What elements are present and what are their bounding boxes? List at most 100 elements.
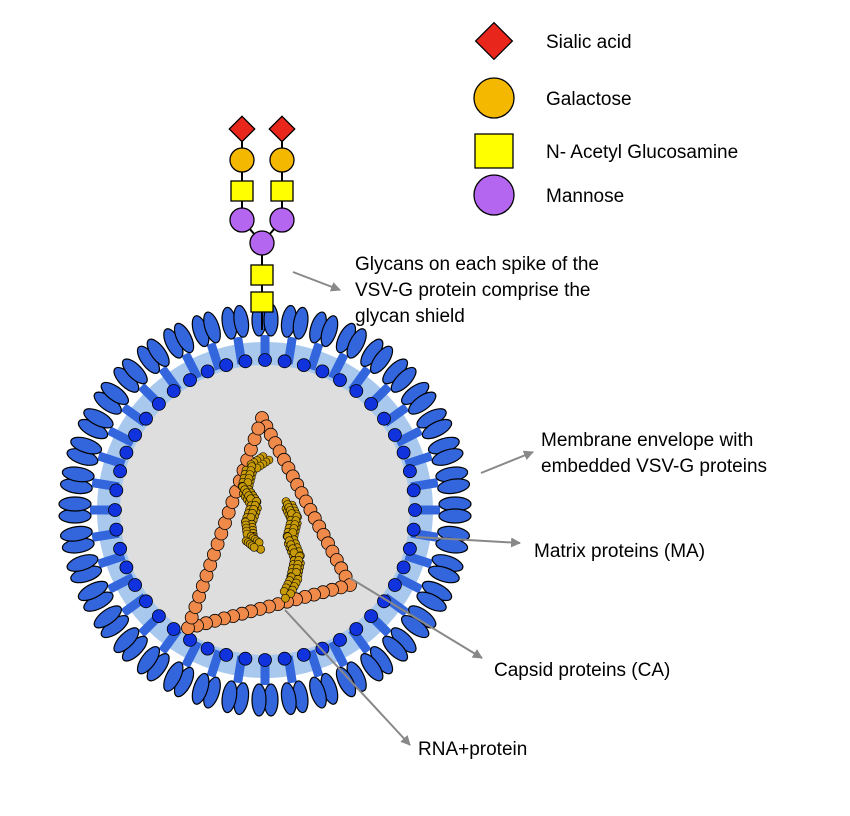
vsv-g-spike xyxy=(309,672,339,709)
matrix-protein xyxy=(277,651,292,666)
galactose-icon xyxy=(269,147,295,173)
annotation-labels: Glycans on each spike of the VSV-G prote… xyxy=(355,254,767,760)
spike-lobe xyxy=(146,338,170,367)
matrix-protein xyxy=(258,353,272,367)
vsv-g-spike xyxy=(221,680,250,716)
matrix-protein xyxy=(238,651,253,666)
matrix-protein xyxy=(238,354,253,369)
spike-lobe xyxy=(221,680,238,714)
spike-lobe xyxy=(70,436,103,455)
spike-lobe xyxy=(163,661,184,692)
mannose-icon xyxy=(249,230,275,256)
spike-lobe xyxy=(203,311,221,344)
vsv-g-spike xyxy=(59,525,95,554)
vsv-g-spike xyxy=(113,627,148,662)
glcnac-icon xyxy=(250,264,274,286)
glcnac-icon xyxy=(474,133,514,169)
spike-lobe xyxy=(66,554,99,572)
matrix-protein xyxy=(402,541,417,556)
matrix-protein xyxy=(139,411,153,426)
vsv-g-spike xyxy=(58,496,92,524)
spike-lobe xyxy=(292,306,309,340)
capsid-protein xyxy=(251,421,266,436)
spike-lobe xyxy=(309,676,327,709)
rna-protein-complex xyxy=(237,452,305,603)
matrix-protein xyxy=(408,503,422,517)
galactose-icon xyxy=(473,77,515,119)
spike-lobe xyxy=(61,466,95,483)
spike-lobe xyxy=(93,605,122,629)
spike-stem xyxy=(107,426,136,447)
vsv-g-spike xyxy=(191,311,221,348)
matrix-protein xyxy=(333,373,347,388)
glcnac-icon xyxy=(250,291,274,313)
vsv-g-spike xyxy=(93,381,130,415)
vsv-g-spike xyxy=(59,466,95,495)
matrix-protein xyxy=(200,641,215,656)
spike-lobe xyxy=(346,328,367,359)
vsv-g-spike xyxy=(93,605,130,639)
spike-stem xyxy=(404,551,433,569)
matrix-protein xyxy=(183,633,197,647)
glycan-shield-line-2: VSV-G protein comprise the xyxy=(355,280,591,301)
matrix-protein xyxy=(349,622,364,636)
spike-stem xyxy=(181,639,202,668)
matrix-protein xyxy=(349,384,364,398)
spike-stem xyxy=(306,649,324,678)
matrix-protein xyxy=(109,522,124,537)
spike-stem xyxy=(97,451,126,469)
matrix-protein xyxy=(108,503,122,517)
matrix-protein xyxy=(396,560,411,575)
matrix-protein xyxy=(113,541,127,556)
matrix-protein xyxy=(113,464,127,479)
glcnac-icon xyxy=(230,180,254,202)
sialic-acid-icon xyxy=(474,21,514,61)
spike-lobe xyxy=(121,358,148,385)
vsv-g-spike xyxy=(360,645,394,682)
vsv-g-spike xyxy=(382,627,417,662)
vsv-g-spike xyxy=(163,661,195,698)
capsid-label: Capsid proteins (CA) xyxy=(494,660,670,681)
spike-lobe xyxy=(59,525,93,542)
vsv-g-spike xyxy=(427,436,464,466)
legend: Sialic acid Galactose N- Acetyl Glucosam… xyxy=(473,21,738,216)
legend-label-glcnac: N- Acetyl Glucosamine xyxy=(546,142,738,163)
glcnac-icon xyxy=(270,180,294,202)
matrix-protein xyxy=(139,594,153,609)
vsv-g-spike xyxy=(136,645,170,682)
vsv-g-spike xyxy=(427,554,464,584)
matrix-protein xyxy=(183,373,197,388)
spike-lobe xyxy=(77,580,109,602)
spike-lobe xyxy=(58,496,92,512)
matrix-protein xyxy=(277,354,292,369)
vsv-g-spike xyxy=(251,683,279,717)
matrix-protein xyxy=(128,428,143,442)
spike-lobe xyxy=(408,391,437,415)
spike-lobe xyxy=(416,591,447,612)
vsv-g-spike xyxy=(435,466,471,495)
spike-stem xyxy=(181,352,202,381)
vsv-g-spike xyxy=(400,605,437,639)
vsv-g-spike xyxy=(400,381,437,415)
legend-item-galactose: Galactose xyxy=(473,77,632,119)
arrow-glycan-shield xyxy=(292,271,341,292)
galactose-icon xyxy=(229,147,255,173)
spike-lobe xyxy=(369,345,394,375)
vsv-g-spike xyxy=(66,436,103,466)
spike-stem xyxy=(394,573,423,594)
spike-lobe xyxy=(173,322,195,354)
mannose-icon xyxy=(269,207,295,233)
vsv-g-spike xyxy=(280,680,309,716)
spike-lobe xyxy=(100,381,130,406)
sialic-acid-icon xyxy=(228,115,256,143)
glycan-shield-line-1: Glycans on each spike of the xyxy=(355,254,599,275)
spike-lobe xyxy=(390,366,417,393)
envelope-line-1: Membrane envelope with xyxy=(541,430,753,451)
arrow-envelope xyxy=(480,450,534,474)
matrix-protein xyxy=(258,653,272,667)
matrix-protein xyxy=(364,609,379,623)
spike-lobe xyxy=(427,565,460,584)
matrix-protein xyxy=(219,648,234,662)
matrix-protein xyxy=(396,445,411,460)
